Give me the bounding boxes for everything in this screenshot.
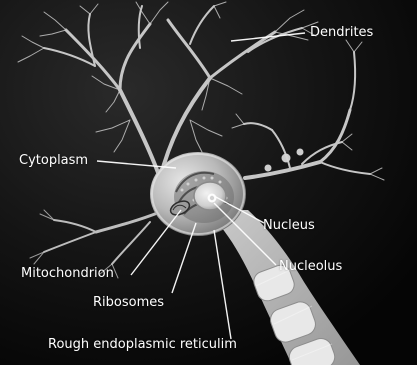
label-nucleolus: Nucleolus (279, 259, 342, 275)
label-rough-endoplasmic-reticulum: Rough endoplasmic reticulim (48, 337, 237, 353)
cell-body (150, 152, 246, 236)
label-ribosomes: Ribosomes (93, 295, 164, 311)
label-mitochondrion: Mitochondrion (21, 266, 114, 282)
nucleus (194, 182, 226, 210)
label-dendrites: Dendrites (310, 25, 373, 41)
label-nucleus: Nucleus (263, 218, 315, 234)
label-cytoplasm: Cytoplasm (19, 153, 88, 169)
